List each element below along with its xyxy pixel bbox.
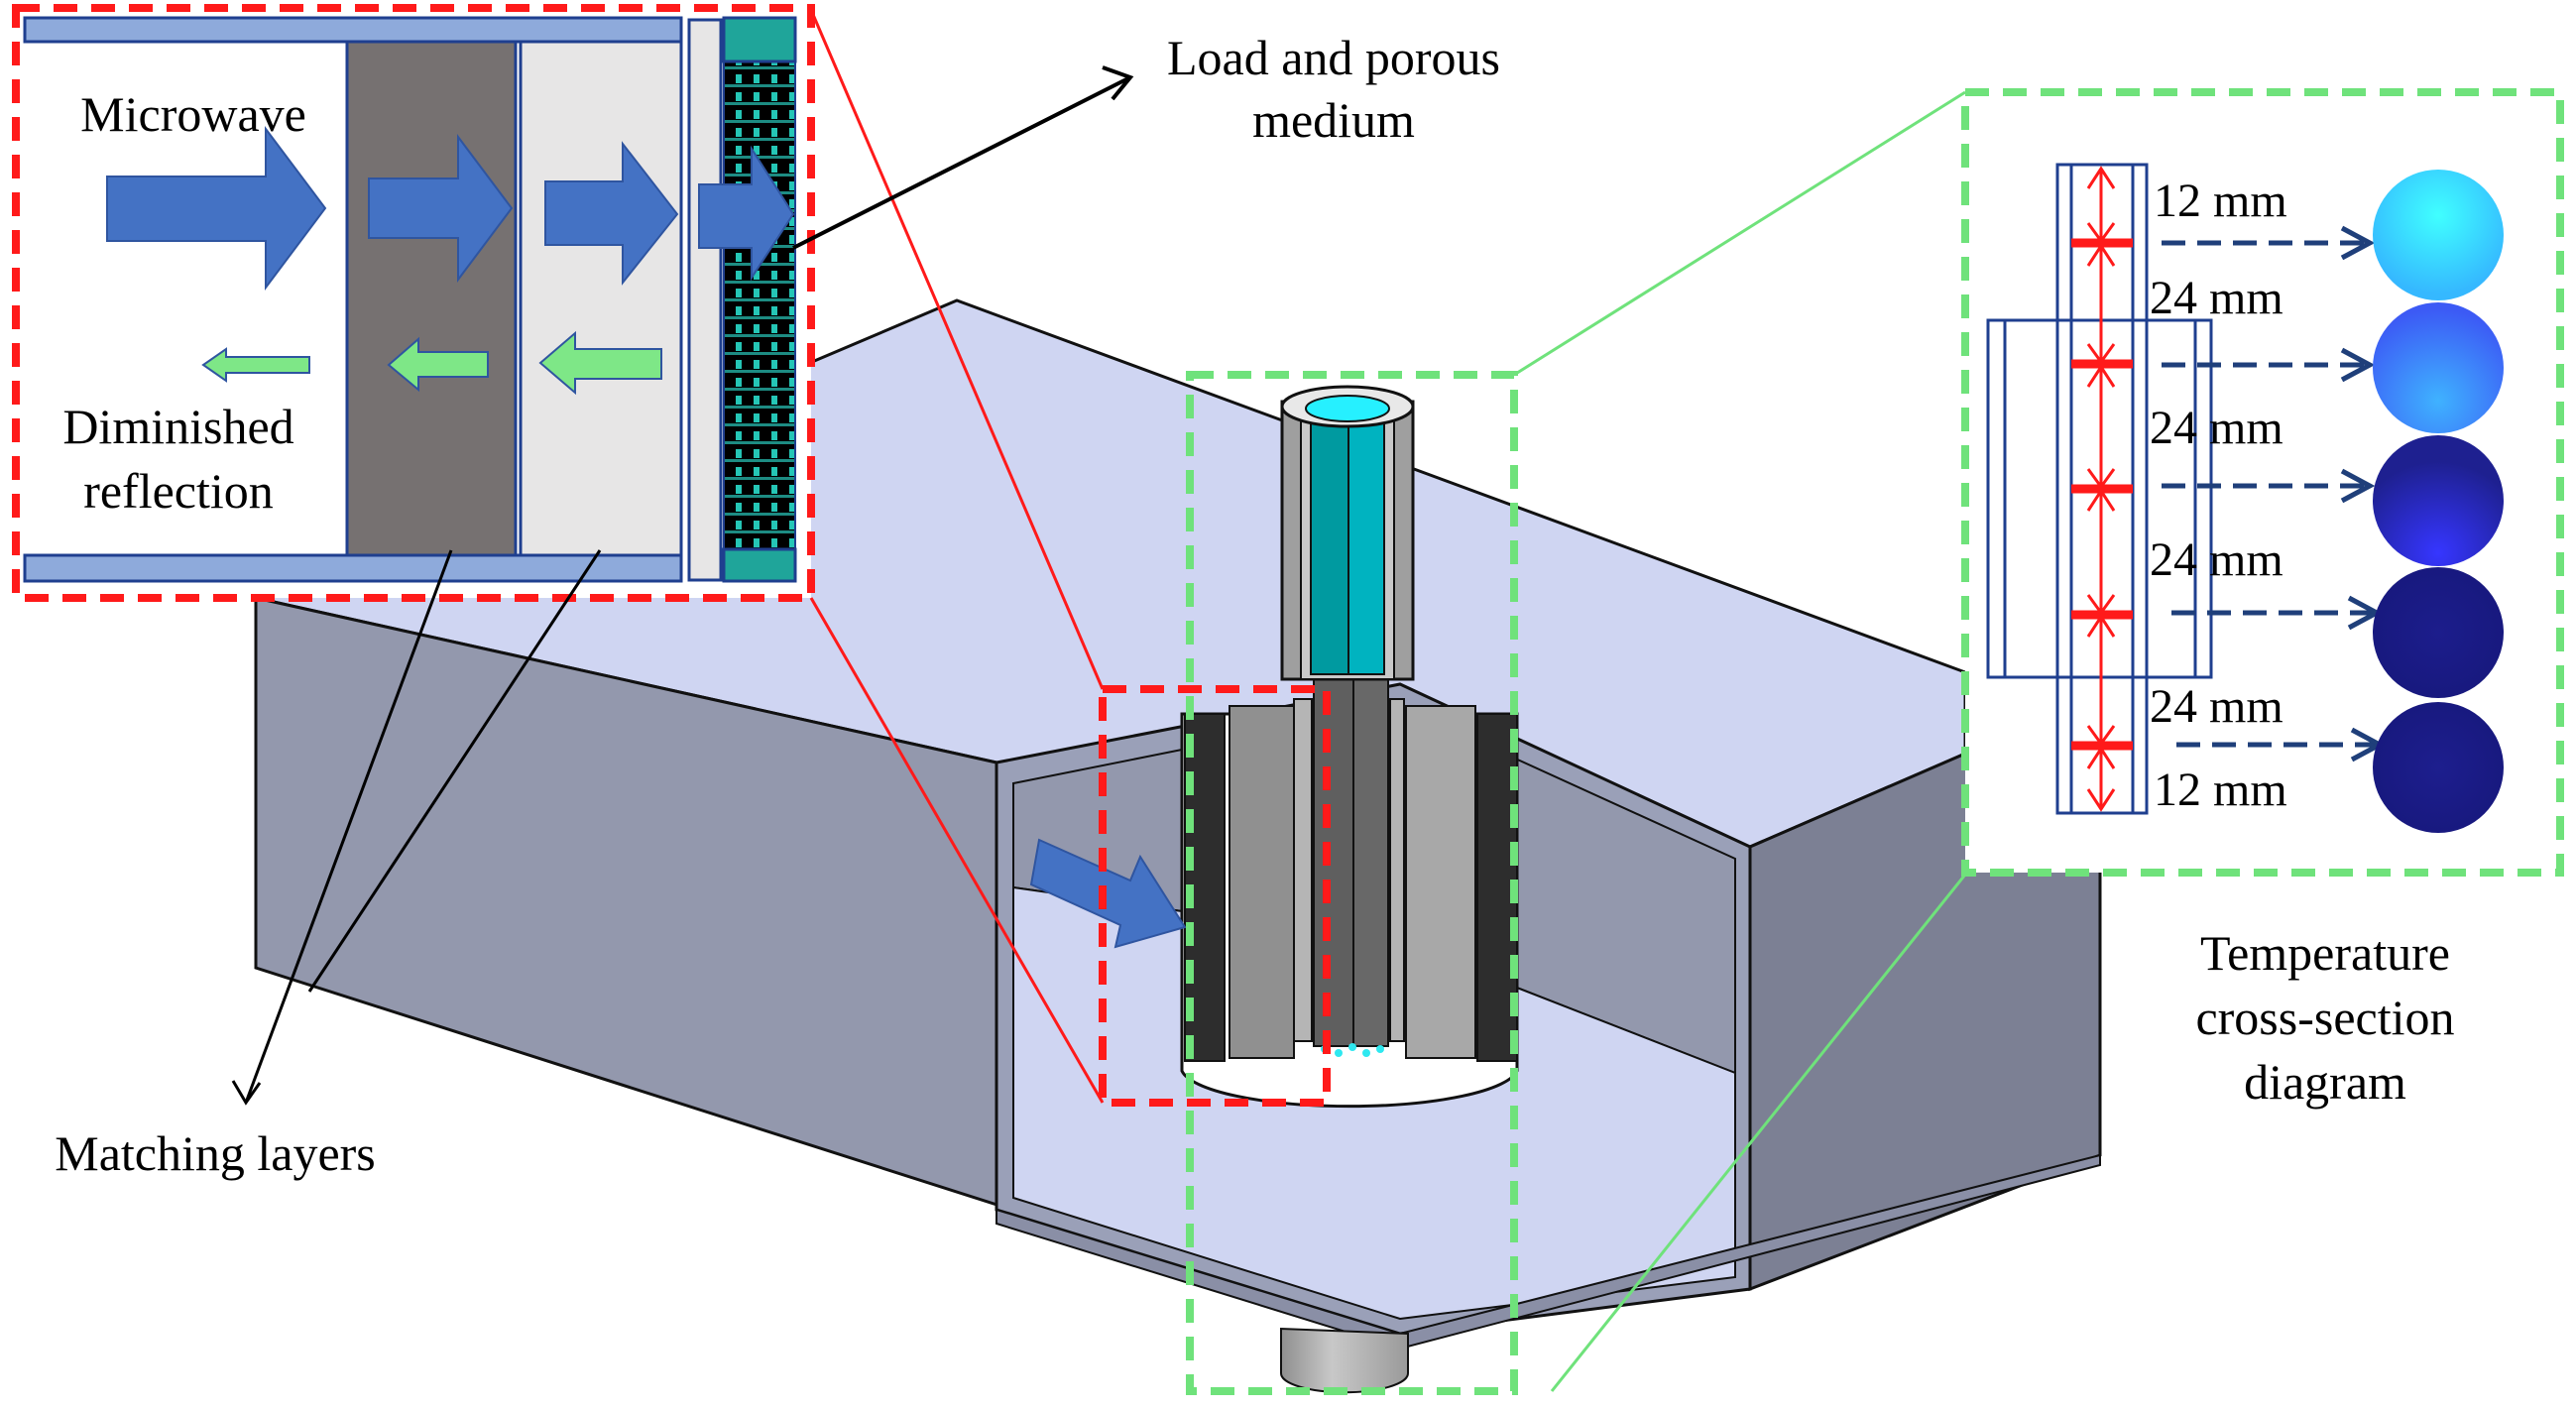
- reflected-arrow-1-icon: [201, 347, 310, 383]
- temperature-slice-5: [2373, 702, 2504, 833]
- waveguide-wall-bottom: [23, 553, 683, 583]
- green-connector-top: [1513, 90, 1966, 377]
- panel-green-dashed-border: [1961, 88, 2564, 877]
- red-zoom-region: [1099, 685, 1331, 1107]
- incident-arrow-1-icon: [106, 126, 327, 291]
- diminished-reflection-label-line1: Diminished: [62, 399, 293, 454]
- diminished-reflection-label-line2: reflection: [83, 463, 274, 519]
- matching-layer-inset: Microwave Diminished reflection: [12, 4, 815, 602]
- matching-layer-left: [1229, 705, 1295, 1059]
- load-column-left: [1313, 673, 1354, 1047]
- temperature-label-line1: Temperature: [2200, 925, 2450, 981]
- microwave-arrow-cavity-icon: [1029, 838, 1187, 949]
- temperature-slice-1: [2373, 170, 2504, 300]
- dim-label-2: 24 mm: [2150, 272, 2283, 324]
- tube-load-left: [1310, 411, 1349, 675]
- incident-arrow-3-icon: [544, 141, 679, 286]
- tube-outline: [2055, 163, 2149, 815]
- porous-load-column: [723, 60, 796, 550]
- tube-top-load: [1305, 395, 1390, 422]
- matching-layer-right: [1405, 705, 1476, 1059]
- load-leader: [792, 65, 1134, 250]
- dim-label-5: 24 mm: [2150, 680, 2283, 733]
- red-connector-bottom: [809, 597, 1105, 1104]
- green-connector-bottom: [1550, 874, 1967, 1392]
- temperature-slice-3: [2373, 435, 2504, 566]
- load-column-right: [1352, 673, 1389, 1047]
- inner-wall-left: [1293, 698, 1313, 1042]
- dim-label-3: 24 mm: [2150, 402, 2283, 454]
- temperature-label-line2: cross-section: [2195, 990, 2454, 1045]
- green-zoom-region: [1186, 371, 1518, 1395]
- temperature-slice-4: [2373, 567, 2504, 698]
- microwave-label: Microwave: [80, 86, 306, 142]
- incident-arrow-2-icon: [368, 134, 514, 283]
- dim-label-4: 24 mm: [2150, 533, 2283, 586]
- temperature-panel: 12 mm 24 mm 24 mm 24 mm 24 mm 12 mm: [1961, 88, 2564, 877]
- dim-label-1: 12 mm: [2154, 175, 2287, 227]
- dim-label-6: 12 mm: [2154, 764, 2287, 816]
- dimension-markers: [2071, 166, 2133, 812]
- reflected-arrow-2-icon: [387, 336, 489, 393]
- inset-red-dashed-border: [12, 4, 815, 602]
- bottom-port: [1280, 1327, 1409, 1394]
- tube-load-right: [1347, 411, 1385, 675]
- matching-layer-light: [519, 40, 683, 557]
- inner-wall-right: [1389, 698, 1405, 1042]
- temperature-label-line3: diagram: [2244, 1054, 2406, 1110]
- temperature-slice-2: [2373, 302, 2504, 433]
- zoom-connectors: [809, 9, 1967, 1392]
- reactor-cutaway: [1029, 385, 1519, 1109]
- load-porous-label-line1: Load and porous: [1167, 30, 1500, 85]
- incident-arrow-4-icon: [698, 145, 795, 282]
- load-porous-label-line2: medium: [1252, 92, 1415, 148]
- reflected-arrow-3-icon: [538, 330, 662, 396]
- matching-layers-label: Matching layers: [55, 1125, 376, 1181]
- waveguide-wall-top: [23, 16, 683, 44]
- matching-layer-dark: [345, 40, 518, 557]
- load-cap-bottom: [722, 547, 797, 583]
- load-cap-top: [722, 16, 797, 63]
- red-connector-top: [809, 9, 1105, 690]
- matching-leaders: [231, 549, 602, 1106]
- wall-strip: [687, 18, 723, 582]
